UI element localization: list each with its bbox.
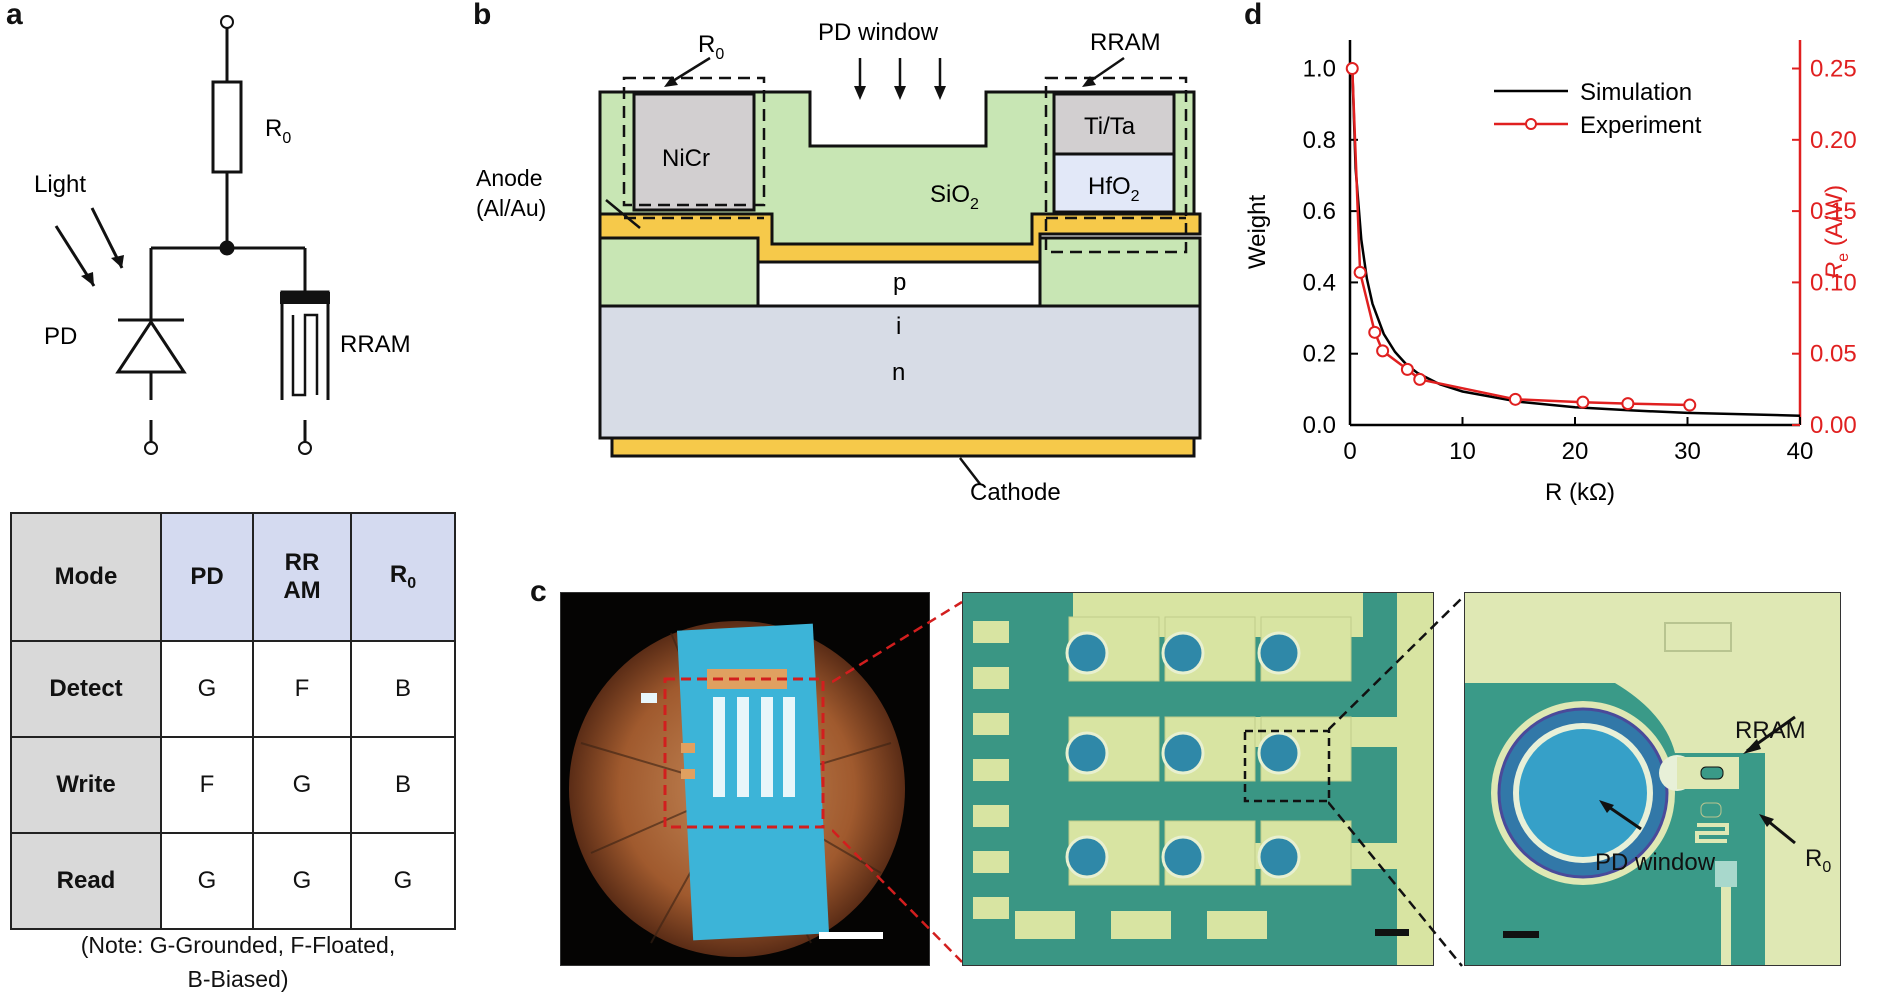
- x-tick-label: 0: [1343, 438, 1356, 465]
- y2-axis-label: Re (A/W): [1821, 185, 1852, 279]
- circuit-diagram: R0 Light PD RRAM: [34, 15, 411, 400]
- array-micrograph: [962, 592, 1434, 966]
- x-tick-label: 30: [1674, 438, 1701, 465]
- table-row-label: Detect: [10, 640, 162, 738]
- x-tick-label: 40: [1787, 438, 1814, 465]
- table-note-line1: (Note: G-Grounded, F-Floated,: [80, 932, 396, 958]
- rram-label: RRAM: [340, 331, 411, 358]
- data-point-experiment: [1376, 344, 1390, 358]
- y2-tick-label: 0.15: [1810, 198, 1857, 225]
- pd-label: PD: [44, 323, 77, 350]
- legend-simulation-label: Simulation: [1580, 79, 1692, 106]
- legend-experiment-marker: [1525, 118, 1537, 130]
- y-tick-label: 0.0: [1303, 412, 1336, 439]
- device-cross-section: R0 PD window RRAM NiCr Ti/Ta HfO2 SiO2 A…: [476, 19, 1202, 506]
- table-cell: F: [160, 736, 254, 834]
- pd-window-label: PD window: [818, 19, 939, 46]
- data-point-experiment: [1621, 397, 1635, 411]
- x-tick-label: 10: [1449, 438, 1476, 465]
- hfo2-label: HfO2: [1088, 173, 1140, 205]
- y2-tick-label: 0.00: [1810, 412, 1857, 439]
- table-header-mode: Mode: [10, 512, 162, 642]
- data-point-experiment: [1508, 392, 1522, 406]
- data-point-experiment: [1345, 62, 1359, 76]
- data-point-experiment: [1368, 325, 1382, 339]
- light-label: Light: [34, 171, 86, 198]
- table-cell: G: [252, 832, 352, 930]
- wafer-photo: [560, 592, 930, 966]
- y2-tick-label: 0.05: [1810, 341, 1857, 368]
- rram-region-label: RRAM: [1090, 29, 1161, 56]
- mode-table: Mode PD RR AM R0 Detect G F B Write F G …: [10, 512, 456, 930]
- table-row-label: Write: [10, 736, 162, 834]
- tita-label: Ti/Ta: [1084, 113, 1136, 140]
- anode-material-label: (Al/Au): [476, 195, 546, 221]
- y-tick-label: 0.6: [1303, 198, 1336, 225]
- x-tick-label: 20: [1562, 438, 1589, 465]
- nicr-label: NiCr: [662, 145, 710, 172]
- table-row: Read G G G: [10, 832, 456, 930]
- data-point-experiment: [1400, 362, 1414, 376]
- circuit-terminals: [144, 420, 312, 455]
- table-cell: G: [160, 640, 254, 738]
- table-row-label: Read: [10, 832, 162, 930]
- cathode-label: Cathode: [970, 479, 1061, 506]
- series-line-simulation: [1351, 68, 1801, 417]
- r0-region-label: R0: [698, 31, 724, 63]
- table-header-rram: RR AM: [252, 512, 352, 642]
- table-cell: G: [350, 832, 456, 930]
- table-header-row: Mode PD RR AM R0: [10, 512, 456, 642]
- sio2-label: SiO2: [930, 181, 979, 213]
- table-note: (Note: G-Grounded, F-Floated, B-Biased): [10, 928, 466, 996]
- y-tick-label: 0.4: [1303, 269, 1336, 296]
- n-layer-label: n: [892, 359, 905, 386]
- p-layer-label: p: [893, 269, 906, 296]
- anode-label: Anode: [476, 165, 543, 191]
- y-axis-label: Weight: [1244, 195, 1271, 270]
- x-axis-label: R (kΩ): [1545, 479, 1615, 506]
- panel-label-b: b: [473, 0, 492, 31]
- table-row: Write F G B: [10, 736, 456, 834]
- table-cell: B: [350, 640, 456, 738]
- r0-callout: R0: [1805, 845, 1832, 876]
- data-point-experiment: [1683, 398, 1697, 412]
- device-micrograph: RRAM R0 PD window: [1464, 592, 1841, 966]
- table-cell: F: [252, 640, 352, 738]
- table-cell: G: [160, 832, 254, 930]
- series-line-experiment: [1351, 68, 1690, 407]
- y2-tick-label: 0.20: [1810, 127, 1857, 154]
- y2-tick-label: 0.10: [1810, 269, 1857, 296]
- table-note-line2: B-Biased): [187, 966, 289, 992]
- weight-responsivity-chart: 0 10 20 30 40 0.0 0.2 0.4 0.6 0.8 1.0 0.00 0.05 0.10 0…: [1244, 40, 1857, 506]
- y2-tick-label: 0.25: [1810, 56, 1857, 83]
- y-tick-label: 0.2: [1303, 341, 1336, 368]
- data-point-experiment: [1413, 372, 1427, 386]
- y-tick-label: 0.8: [1303, 127, 1336, 154]
- pd-window-callout: PD window: [1595, 849, 1716, 876]
- data-point-experiment: [1576, 395, 1590, 409]
- r0-label: R0: [265, 115, 291, 147]
- table-header-r0: R0: [350, 512, 456, 642]
- y-tick-label: 1.0: [1303, 56, 1336, 83]
- table-cell: G: [252, 736, 352, 834]
- legend-experiment-label: Experiment: [1580, 112, 1702, 139]
- panel-label-d: d: [1244, 0, 1263, 31]
- table-row: Detect G F B: [10, 640, 456, 738]
- table-header-pd: PD: [160, 512, 254, 642]
- panel-label-a: a: [6, 0, 23, 31]
- panel-label-c: c: [530, 575, 547, 608]
- data-point-experiment: [1353, 265, 1367, 279]
- table-cell: B: [350, 736, 456, 834]
- rram-callout: RRAM: [1735, 717, 1806, 744]
- zoom-lines-1: [832, 600, 963, 963]
- zoom-lines-2: [1328, 596, 1465, 967]
- i-layer-label: i: [896, 313, 901, 340]
